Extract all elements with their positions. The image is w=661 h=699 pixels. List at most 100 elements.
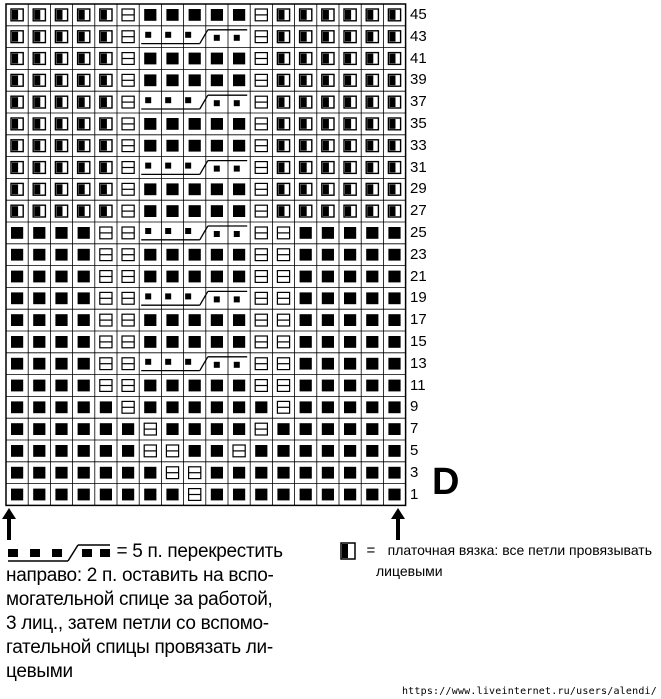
cable-stitch: [145, 31, 152, 38]
knit-stitch: [99, 488, 112, 501]
garter-stitch-fill: [345, 119, 352, 129]
cable-stitch: [165, 162, 172, 169]
legend-garter-eq: =: [366, 542, 376, 560]
knit-stitch: [210, 423, 223, 435]
knit-stitch: [55, 292, 68, 305]
knit-stitch: [299, 401, 312, 414]
garter-stitch-fill: [78, 31, 85, 42]
knit-stitch: [11, 336, 24, 348]
knit-stitch: [11, 423, 24, 435]
cable-symbol-icon: [8, 544, 110, 562]
knit-stitch: [344, 227, 357, 239]
cable-stitch: [185, 97, 192, 104]
knit-stitch: [388, 248, 401, 261]
knit-stitch: [388, 270, 401, 283]
row-number: 33: [410, 136, 427, 154]
knit-stitch: [299, 292, 312, 305]
chart-letter: D: [432, 461, 460, 503]
knit-stitch: [33, 292, 46, 305]
garter-stitch-fill: [345, 75, 352, 86]
knit-stitch: [366, 314, 379, 326]
cable-stitch: [165, 228, 172, 234]
legend-cable-eq: = 5 п. перекрестить: [116, 541, 283, 562]
garter-stitch-fill: [78, 97, 85, 107]
knit-stitch: [299, 423, 312, 435]
garter-stitch-fill: [300, 162, 307, 173]
garter-stitch-fill: [345, 97, 352, 107]
garter-stitch-fill: [12, 140, 19, 151]
garter-stitch-fill: [367, 53, 374, 64]
knit-stitch: [321, 357, 334, 370]
garter-stitch-fill: [389, 140, 396, 151]
knit-stitch: [366, 227, 379, 239]
knit-stitch: [144, 488, 157, 501]
row-number: 39: [410, 71, 427, 89]
garter-stitch-fill: [300, 10, 307, 20]
garter-stitch-fill: [100, 140, 107, 151]
cable-stitch: [145, 228, 152, 234]
knit-stitch: [233, 9, 246, 21]
garter-stitch-fill: [56, 184, 63, 195]
row-number: 27: [410, 202, 427, 220]
knit-stitch: [233, 74, 246, 87]
row-number: 1: [410, 485, 419, 503]
garter-stitch-fill: [278, 31, 285, 42]
knit-stitch: [144, 401, 157, 414]
knit-stitch: [33, 314, 46, 326]
knit-stitch: [11, 248, 24, 261]
knit-stitch: [166, 488, 179, 501]
knit-stitch: [77, 423, 90, 435]
legend-cable-desc: направо: 2 п. оставить на вспо- могатель…: [6, 565, 274, 682]
row-number: 37: [410, 93, 427, 111]
knit-stitch: [299, 466, 312, 479]
knit-stitch: [166, 336, 179, 348]
garter-stitch-fill: [367, 97, 374, 107]
knit-stitch: [210, 488, 223, 501]
knit-stitch: [166, 423, 179, 435]
knit-stitch: [210, 183, 223, 196]
knit-stitch: [233, 183, 246, 196]
knit-stitch: [233, 336, 246, 348]
cable-stitch: [213, 231, 220, 237]
knit-stitch: [344, 379, 357, 392]
cable-stitch: [233, 231, 240, 237]
legend-garter: = платочная вязка: все петли провязывать…: [340, 540, 660, 582]
knit-stitch: [55, 270, 68, 283]
garter-stitch-fill: [278, 75, 285, 86]
knit-stitch: [299, 227, 312, 239]
knit-stitch: [188, 336, 201, 348]
knit-stitch: [210, 205, 223, 217]
knit-stitch: [122, 423, 135, 435]
knit-stitch: [188, 445, 201, 457]
knit-stitch: [77, 227, 90, 239]
garter-stitch-fill: [34, 75, 41, 86]
knit-stitch: [33, 379, 46, 392]
knit-stitch: [166, 270, 179, 283]
garter-stitch-fill: [78, 10, 85, 20]
knit-stitch: [55, 357, 68, 370]
garter-stitch-fill: [78, 140, 85, 151]
knit-stitch: [11, 227, 24, 239]
knit-stitch: [166, 314, 179, 326]
garter-stitch-fill: [56, 140, 63, 151]
garter-stitch-fill: [78, 184, 85, 195]
garter-stitch-fill: [345, 10, 352, 20]
knit-stitch: [188, 401, 201, 414]
garter-stitch-fill: [322, 10, 329, 20]
row-number: 19: [410, 289, 427, 307]
garter-stitch-fill: [34, 119, 41, 129]
knit-stitch: [210, 52, 223, 65]
knit-stitch: [210, 74, 223, 87]
garter-stitch-fill: [34, 31, 41, 42]
garter-stitch-fill: [389, 162, 396, 173]
knit-stitch: [277, 445, 290, 457]
knit-stitch: [77, 488, 90, 501]
knit-stitch: [388, 445, 401, 457]
legend-garter-desc-2: лицевыми: [376, 563, 443, 579]
knit-stitch: [166, 205, 179, 217]
knit-stitch: [55, 466, 68, 479]
knit-stitch: [277, 488, 290, 501]
knit-stitch: [344, 314, 357, 326]
garter-stitch-fill: [322, 206, 329, 216]
garter-stitch-fill: [78, 119, 85, 129]
